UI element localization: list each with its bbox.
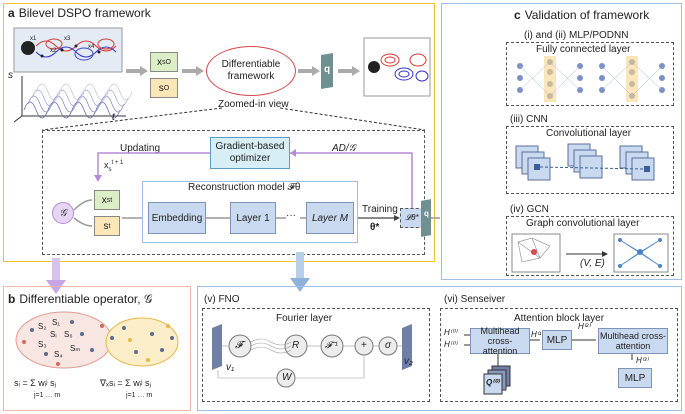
layer-m: Layer M — [306, 202, 354, 234]
h1-label: H⁽¹⁾ — [531, 330, 544, 339]
s-label-i: Sᵢ — [50, 330, 57, 339]
g-operator-node: 𝒢 — [52, 202, 74, 224]
panel-bottom — [197, 286, 682, 411]
embedding-layer: Embedding — [148, 202, 206, 234]
h2-label: H⁽²⁾ — [578, 322, 591, 331]
query-stack-icon — [483, 365, 511, 395]
fno-plus-label: + — [361, 340, 367, 351]
fno-v2-label: v₂ — [404, 356, 413, 367]
fno-diagram — [212, 324, 412, 388]
arrow-state-to-framework — [182, 66, 204, 76]
arrow-input-to-state — [126, 66, 148, 76]
cnn-title: (iii) CNN — [510, 114, 548, 125]
sensor-x3-label: x3 — [64, 36, 71, 42]
fno-sigma-label: σ — [385, 340, 392, 351]
panel-b — [3, 286, 191, 411]
senseiver-title: (vi) Senseiver — [444, 294, 506, 305]
gcn-ve-label: (V, E) — [580, 258, 605, 269]
panel-a — [3, 3, 435, 262]
h0-a-label: H⁽⁰⁾ — [444, 328, 457, 337]
fno-R-label: R — [292, 340, 300, 351]
training-label: Training — [362, 204, 398, 215]
s-label-1: S₁ — [52, 318, 61, 327]
s-label-3: S₃ — [38, 340, 47, 349]
s-label-m: Sₘ — [70, 344, 81, 353]
axis-t-label: t — [112, 112, 115, 123]
mlp-title: (i) and (ii) MLP/PODNN — [524, 30, 629, 41]
fno-W-label: W — [282, 372, 292, 383]
sensor-time-series-plot — [13, 76, 133, 123]
s-label-2: S₂ — [38, 322, 47, 331]
sensor-x2-label: x2 — [50, 48, 57, 54]
sensor-x4-label: x4 — [88, 44, 95, 50]
mlp-block-2: MLP — [618, 368, 652, 388]
recon-q-label: q — [424, 209, 429, 218]
differentiable-framework-node: Differentiable framework — [206, 46, 296, 96]
fno-Finv-label: 𝓕⁻¹ — [325, 340, 338, 350]
gcn-box — [506, 216, 674, 276]
arrow-q-to-output — [338, 66, 360, 76]
axis-s-label: s — [8, 70, 13, 81]
h0-b-label: H⁽⁰⁾ — [444, 340, 457, 349]
cnn-box-label: Convolutional layer — [546, 128, 632, 139]
zoom-cone — [41, 107, 426, 131]
gcn-box-label: Graph convolutional layer — [526, 218, 640, 229]
fno-F-label: 𝓕 — [235, 340, 243, 351]
q0-label: Q⁽⁰⁾ — [486, 378, 500, 387]
gcn-title: (iv) GCN — [510, 204, 549, 215]
flow-snapshot-input — [13, 27, 123, 73]
fully-connected-network-icon — [517, 56, 665, 102]
fourier-layer-label: Fourier layer — [276, 313, 333, 324]
flow-snapshot-output — [363, 37, 431, 97]
equation-interpolation-limits: j=1 … m — [34, 392, 61, 399]
equation-gradient: ∇ₓsᵢ = Σ wᵢʲ sⱼ — [100, 378, 152, 388]
mlp-box-label: Fully connected layer — [536, 44, 631, 55]
zoomed-in-region — [42, 130, 425, 255]
g-to-state-arrows — [73, 199, 93, 227]
cnn-box — [506, 126, 674, 194]
attention-block-label: Attention block layer — [514, 313, 605, 324]
fno-box — [202, 308, 430, 402]
layer-1: Layer 1 — [230, 202, 276, 234]
gradient-optimizer-box: Gradient-based optimizer — [210, 137, 290, 169]
arrow-framework-to-q — [298, 66, 320, 76]
reconstruction-model-box — [142, 181, 358, 243]
output-q-label: q — [324, 64, 331, 75]
equation-gradient-limits: j=1 … m — [126, 392, 153, 399]
fno-title: (v) FNO — [204, 294, 240, 305]
s-label-6: S₆ — [64, 330, 73, 339]
cross-attention-block-1: Multihead cross-attention — [470, 326, 530, 356]
mlp-block-1: MLP — [542, 330, 572, 350]
convolutional-network-icon — [515, 143, 655, 181]
graph-convolution-icon — [511, 233, 669, 273]
updating-label: Updating — [120, 143, 161, 154]
theta-star-label: θ* — [370, 222, 380, 233]
zoomed-in-view-label: Zoomed-in view — [218, 99, 289, 110]
h3-label: H⁽³⁾ — [636, 356, 649, 365]
cross-attention-block-2: Multihead cross-attention — [598, 328, 668, 354]
mlp-box — [506, 42, 674, 106]
fno-v1-label: v₁ — [226, 362, 235, 373]
x-next-label: xst + 1 — [104, 160, 124, 173]
equation-interpolation: sᵢ = Σ wᵢʲ sⱼ — [14, 378, 57, 388]
reconstruction-model-label: Reconstruction model 𝓕θ — [188, 182, 301, 193]
operator-neighborhood-diagram — [15, 311, 179, 369]
sensor-x1-label: x1 — [30, 36, 37, 42]
layer-ellipsis: ··· — [286, 210, 296, 221]
update-loop-arrows — [94, 149, 413, 212]
s-label-4: S₄ — [54, 350, 63, 359]
panel-c — [441, 3, 682, 280]
ad-g-label: AD/𝒢 — [332, 143, 356, 154]
senseiver-box — [440, 308, 678, 402]
